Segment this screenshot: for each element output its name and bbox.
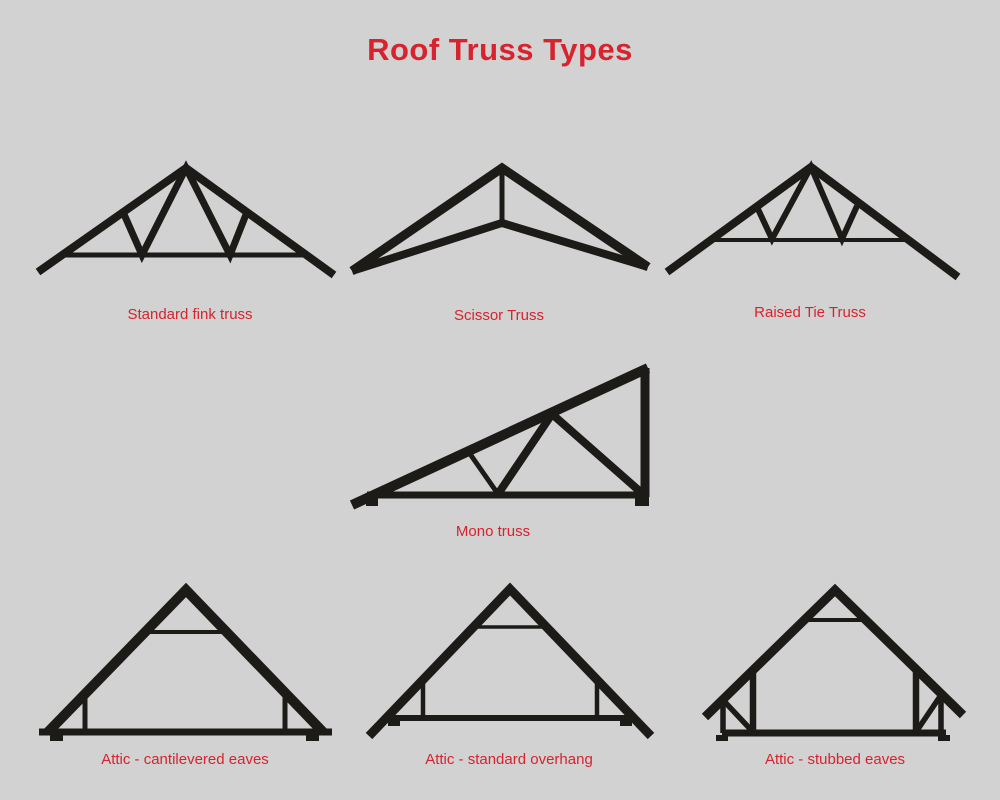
fink-rafters (35, 163, 337, 279)
attic-stubbed-rafters (701, 583, 967, 721)
attic-standard-overhang-truss-drawing (365, 582, 655, 740)
attic-stubbed-right-foot (938, 735, 950, 741)
attic-cantilevered-right-foot (306, 734, 319, 741)
attic-stubbed-left-foot (716, 735, 728, 741)
attic-cantilevered-left-foot (50, 734, 63, 741)
attic-stubbed-left-diagonal (720, 698, 756, 734)
truss-label-standard-fink: Standard fink truss (127, 306, 253, 323)
mono-web (465, 449, 501, 496)
page-title: Roof Truss Types (367, 32, 633, 67)
raised-tie-rafters (664, 162, 961, 281)
truss-label-attic-stubbed: Attic - stubbed eaves (764, 751, 906, 768)
mono-left-foot (366, 496, 378, 506)
attic-stubbed-right-diagonal (913, 693, 944, 734)
scissor-bottom-chords (350, 218, 650, 275)
truss-label-mono: Mono truss (455, 523, 531, 540)
standard-fink-truss-drawing (35, 160, 337, 279)
attic-overhang-left-foot (388, 720, 400, 726)
truss-label-attic-cantilevered: Attic - cantilevered eaves (101, 751, 269, 768)
mono-webs (494, 407, 647, 499)
mono-truss-drawing (349, 363, 651, 510)
attic-stubbed-truss-drawing (701, 583, 967, 741)
fink-webs (119, 160, 251, 264)
attic-overhang-right-foot (620, 720, 632, 726)
attic-cantilevered-rafters (44, 582, 327, 736)
scissor-truss-drawing (349, 162, 651, 275)
attic-overhang-rafters (365, 582, 655, 740)
raised-tie-truss-drawing (664, 160, 961, 281)
raised-tie-webs (754, 160, 860, 247)
truss-label-attic-standard-overhang: Attic - standard overhang (425, 751, 593, 768)
attic-cantilevered-truss-drawing (39, 582, 332, 741)
truss-label-raised-tie: Raised Tie Truss (754, 304, 866, 321)
mono-right-foot (635, 496, 649, 506)
mono-top-chord (349, 363, 651, 510)
truss-label-scissor: Scissor Truss (453, 307, 545, 324)
